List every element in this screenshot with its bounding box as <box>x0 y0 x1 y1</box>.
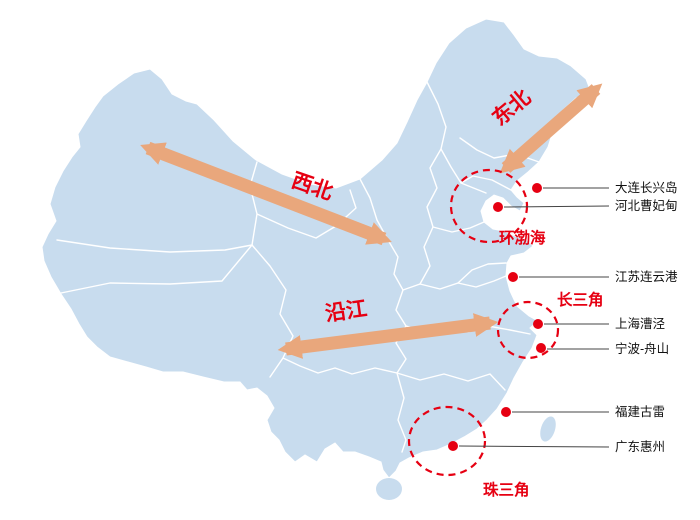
region-label-bohai-rim: 环渤海 <box>499 228 546 247</box>
site-dot-shanghai-caojing <box>533 319 543 329</box>
leader-line <box>503 205 610 208</box>
site-dot-hebei-caofeidian <box>493 202 503 212</box>
site-dot-dalian-changxing <box>532 183 542 193</box>
site-labels: 大连长兴岛 河北曹妃甸 江苏连云港 上海漕泾 宁波-舟山 福建古雷 广东惠州 <box>615 180 678 454</box>
site-label-fujian-gulei: 福建古雷 <box>615 404 665 419</box>
site-dot-fujian-gulei <box>501 407 511 417</box>
site-dot-ningbo-zhoushan <box>536 343 546 353</box>
corridor-arrow-yangtze <box>277 313 499 359</box>
taiwan-island-shape <box>540 416 556 442</box>
province-borders <box>56 81 540 453</box>
region-circle-pearl-delta <box>407 405 487 477</box>
corridor-arrow-northeast <box>499 83 603 174</box>
site-label-hebei-caofeidian: 河北曹妃甸 <box>615 199 678 213</box>
site-label-guangdong-huizhou: 广东惠州 <box>615 440 665 454</box>
site-label-dalian-changxing: 大连长兴岛 <box>615 180 678 195</box>
site-label-ningbo-zhoushan: 宁波-舟山 <box>615 341 669 356</box>
hainan-island-shape <box>376 478 402 500</box>
region-label-yangtze-delta: 长三角 <box>557 290 604 309</box>
region-circle-bohai-rim <box>449 168 529 244</box>
site-dots <box>448 183 546 451</box>
site-dot-jiangsu-lianyungang <box>508 272 518 282</box>
site-dot-guangdong-huizhou <box>448 441 458 451</box>
region-circle-yangtze-delta <box>496 300 560 360</box>
leader-lines <box>458 187 610 448</box>
corridor-arrows <box>140 83 603 359</box>
leader-line <box>458 445 610 448</box>
site-label-shanghai-caojing: 上海漕泾 <box>615 316 665 331</box>
region-label-pearl-delta: 珠三角 <box>483 480 530 499</box>
site-label-jiangsu-lianyungang: 江苏连云港 <box>615 269 678 284</box>
corridor-arrow-northwest <box>140 141 392 246</box>
